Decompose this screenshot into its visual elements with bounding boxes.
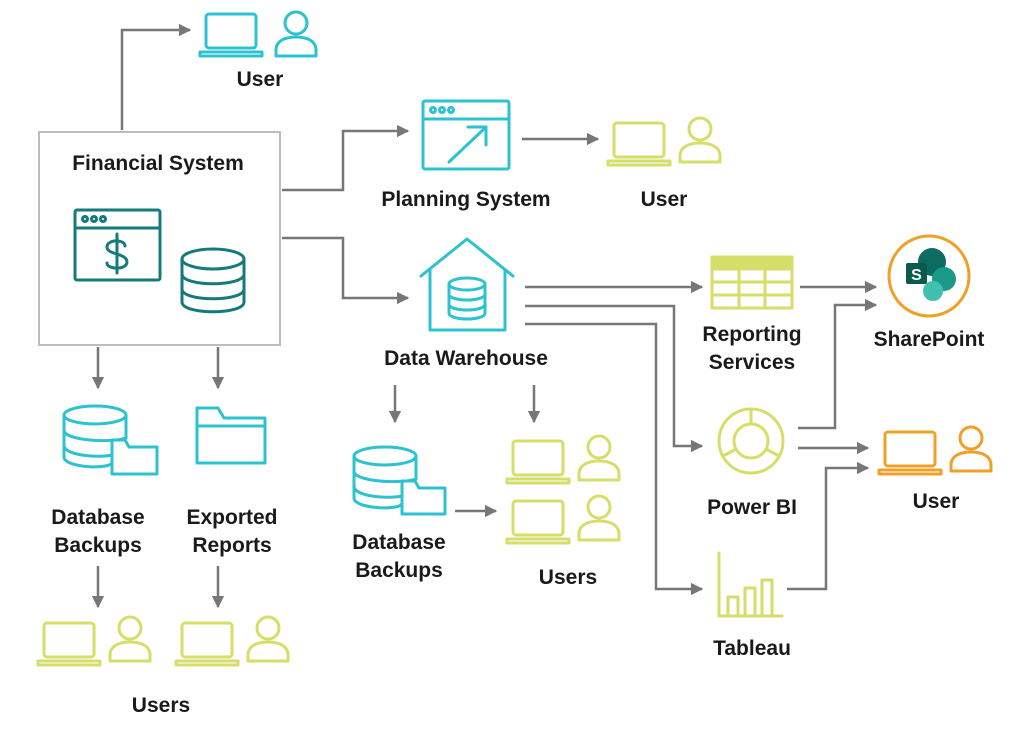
power-bi-label: Power BI xyxy=(707,496,797,519)
arrow-warehouse-to-tableau xyxy=(525,322,704,596)
laptop-icon xyxy=(198,12,264,58)
user-planning-node: User xyxy=(606,116,722,211)
laptop-icon xyxy=(36,621,102,667)
bar-chart-icon xyxy=(717,551,784,618)
users-bottom-node: Users xyxy=(36,615,290,717)
financial-system-node: Financial System xyxy=(38,131,281,346)
person-icon xyxy=(577,434,621,482)
db-backups-mid-label-1: Database xyxy=(352,531,445,554)
arrow-financial-to-planning xyxy=(282,124,410,192)
planning-system-node: Planning System xyxy=(381,99,551,211)
laptop-icon xyxy=(606,121,672,167)
arrow-tableau-to-user xyxy=(787,461,870,591)
user-right-label: User xyxy=(913,490,960,513)
laptop-icon xyxy=(505,439,571,485)
tableau-label: Tableau xyxy=(713,637,791,660)
exported-reports-label-2: Reports xyxy=(192,534,271,557)
laptop-icon xyxy=(174,621,240,667)
exported-reports-node: Exported Reports xyxy=(186,406,278,557)
laptop-icon xyxy=(877,430,943,476)
folder-icon xyxy=(195,406,267,465)
sharepoint-label: SharePoint xyxy=(874,328,985,351)
table-grid-icon xyxy=(710,255,794,310)
donut-chart-icon xyxy=(717,407,785,475)
arrow-warehouse-to-powerbi xyxy=(525,304,704,453)
power-bi-node: Power BI xyxy=(707,407,797,519)
laptop-icon xyxy=(505,499,571,545)
user-top-label: User xyxy=(237,68,284,91)
database-folder-icon xyxy=(62,404,159,476)
arrow-financial-to-user xyxy=(120,23,192,130)
reporting-services-node: Reporting Services xyxy=(702,255,802,374)
person-icon xyxy=(274,10,318,58)
connector-arrows xyxy=(91,23,878,609)
user-top-node: User xyxy=(198,10,318,91)
svg-text:S: S xyxy=(911,267,922,284)
arrow-powerbi-to-sharepoint xyxy=(798,298,878,430)
person-icon xyxy=(577,494,621,542)
person-icon xyxy=(678,116,722,164)
person-icon xyxy=(246,615,290,663)
browser-dollar-icon xyxy=(73,208,162,282)
browser-arrow-icon xyxy=(421,99,511,171)
financial-system-label: Financial System xyxy=(72,152,244,175)
db-backups-left-node: Database Backups xyxy=(51,404,159,557)
database-icon xyxy=(180,247,246,314)
exported-reports-label-1: Exported xyxy=(186,506,277,529)
user-right-node: User xyxy=(877,425,993,513)
user-planning-label: User xyxy=(641,188,688,211)
db-backups-left-label-2: Backups xyxy=(54,534,142,557)
reporting-services-label-1: Reporting xyxy=(702,323,801,346)
reporting-services-label-2: Services xyxy=(709,351,795,374)
users-mid-label: Users xyxy=(539,566,597,589)
users-mid-node: Users xyxy=(505,434,621,589)
arrow-financial-to-warehouse xyxy=(282,236,410,305)
users-bottom-label: Users xyxy=(132,694,190,717)
sharepoint-node: S SharePoint xyxy=(874,234,985,351)
sharepoint-logo-icon: S xyxy=(887,234,971,318)
data-warehouse-node: Data Warehouse xyxy=(384,237,548,370)
db-backups-left-label-1: Database xyxy=(51,506,144,529)
tableau-node: Tableau xyxy=(713,551,791,660)
db-backups-mid-label-2: Backups xyxy=(355,559,443,582)
person-icon xyxy=(108,615,152,663)
data-warehouse-label: Data Warehouse xyxy=(384,347,548,370)
person-icon xyxy=(949,425,993,473)
database-folder-icon xyxy=(352,445,447,516)
db-backups-mid-node: Database Backups xyxy=(352,445,447,582)
planning-system-label: Planning System xyxy=(381,188,550,211)
warehouse-database-icon xyxy=(419,237,515,332)
